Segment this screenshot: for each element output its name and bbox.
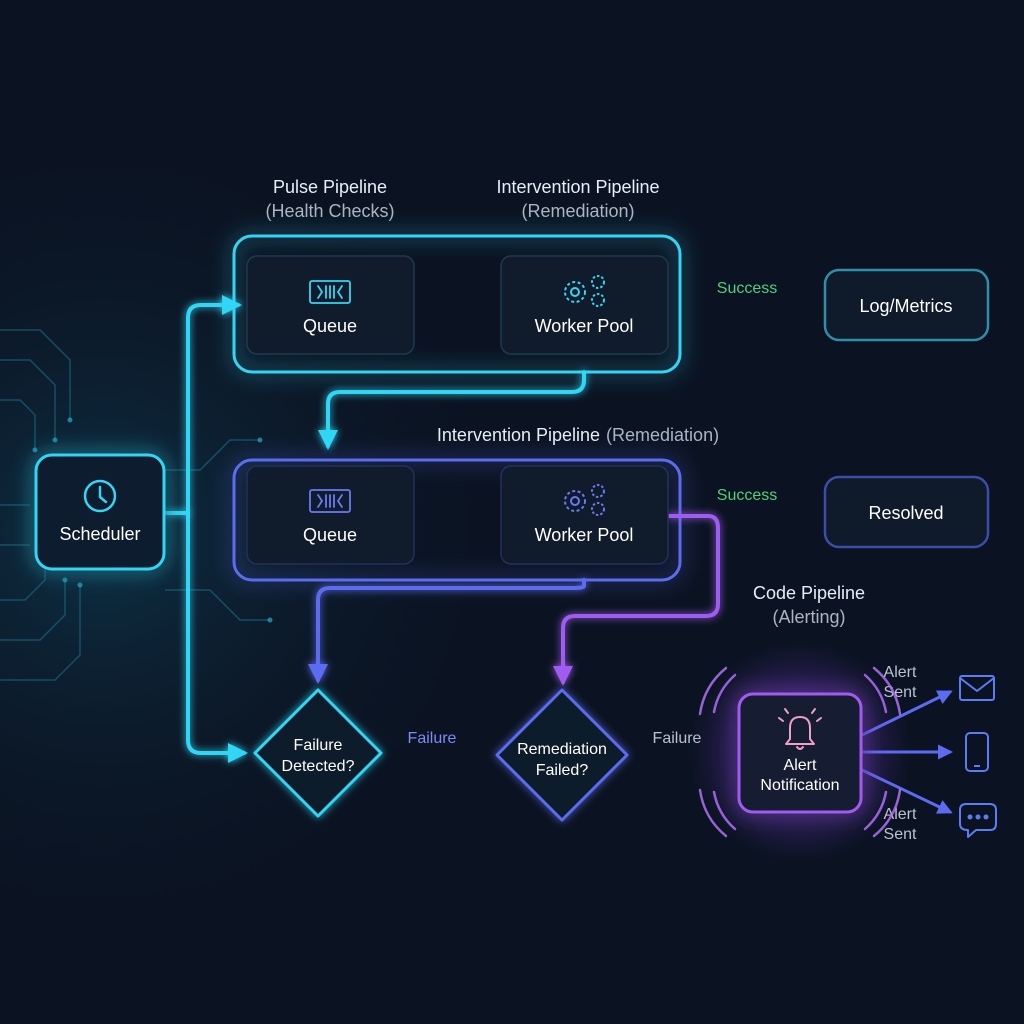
worker-pool-1-node[interactable]: Worker Pool <box>500 255 669 355</box>
log-metrics-label: Log/Metrics <box>859 296 952 316</box>
clock-icon <box>83 479 117 513</box>
queue-1-node[interactable]: Queue <box>246 255 415 355</box>
log-metrics-node[interactable]: Log/Metrics <box>823 268 990 342</box>
pulse-pipeline-title: Pulse Pipeline <box>273 177 387 197</box>
failure-label-2: Failure <box>653 730 702 747</box>
resolved-node[interactable]: Resolved <box>823 475 990 549</box>
alert-pulse-rings <box>698 666 902 838</box>
resolved-label: Resolved <box>868 503 943 523</box>
queue-2-node[interactable]: Queue <box>246 465 415 565</box>
edges <box>161 295 953 814</box>
scheduler-node[interactable]: Scheduler <box>34 453 166 571</box>
worker-pool-2-label: Worker Pool <box>535 525 634 545</box>
mail-icon[interactable] <box>959 675 995 701</box>
chat-icon[interactable] <box>959 803 997 838</box>
queue-1-label: Queue <box>303 316 357 336</box>
edge-intervention-to-failure-detected <box>308 578 586 684</box>
intervention-pipeline-container <box>232 458 682 582</box>
code-pipeline-title: Code Pipeline <box>753 583 865 603</box>
phone-icon[interactable] <box>965 732 989 772</box>
gears-icon <box>564 275 605 307</box>
edge-scheduler-to-failure-detected <box>186 511 248 763</box>
intervention-pipeline-subtitle: (Remediation) <box>521 201 634 221</box>
bell-icon <box>778 708 822 750</box>
queue-icon <box>309 280 351 304</box>
queue-2-label: Queue <box>303 525 357 545</box>
edge-worker2-to-remediation-failed <box>553 514 720 686</box>
edge-pulse-to-intervention <box>318 370 586 450</box>
scheduler-label: Scheduler <box>59 524 140 544</box>
pulse-pipeline-subtitle: (Health Checks) <box>265 201 394 221</box>
failure-label-1: Failure <box>408 730 457 747</box>
edge-scheduler-to-pulse <box>161 295 242 515</box>
success-label-2: Success <box>717 487 777 504</box>
worker-pool-1-label: Worker Pool <box>535 316 634 336</box>
code-pipeline-subtitle: (Alerting) <box>772 607 845 627</box>
queue-icon <box>309 489 351 513</box>
success-label-1: Success <box>717 280 777 297</box>
worker-pool-2-node[interactable]: Worker Pool <box>500 465 669 565</box>
intervention-pipeline-title: Intervention Pipeline <box>496 177 659 197</box>
intervention-pipeline-2-heading: Intervention Pipeline(Remediation) <box>437 425 719 445</box>
gears-icon <box>564 484 605 516</box>
